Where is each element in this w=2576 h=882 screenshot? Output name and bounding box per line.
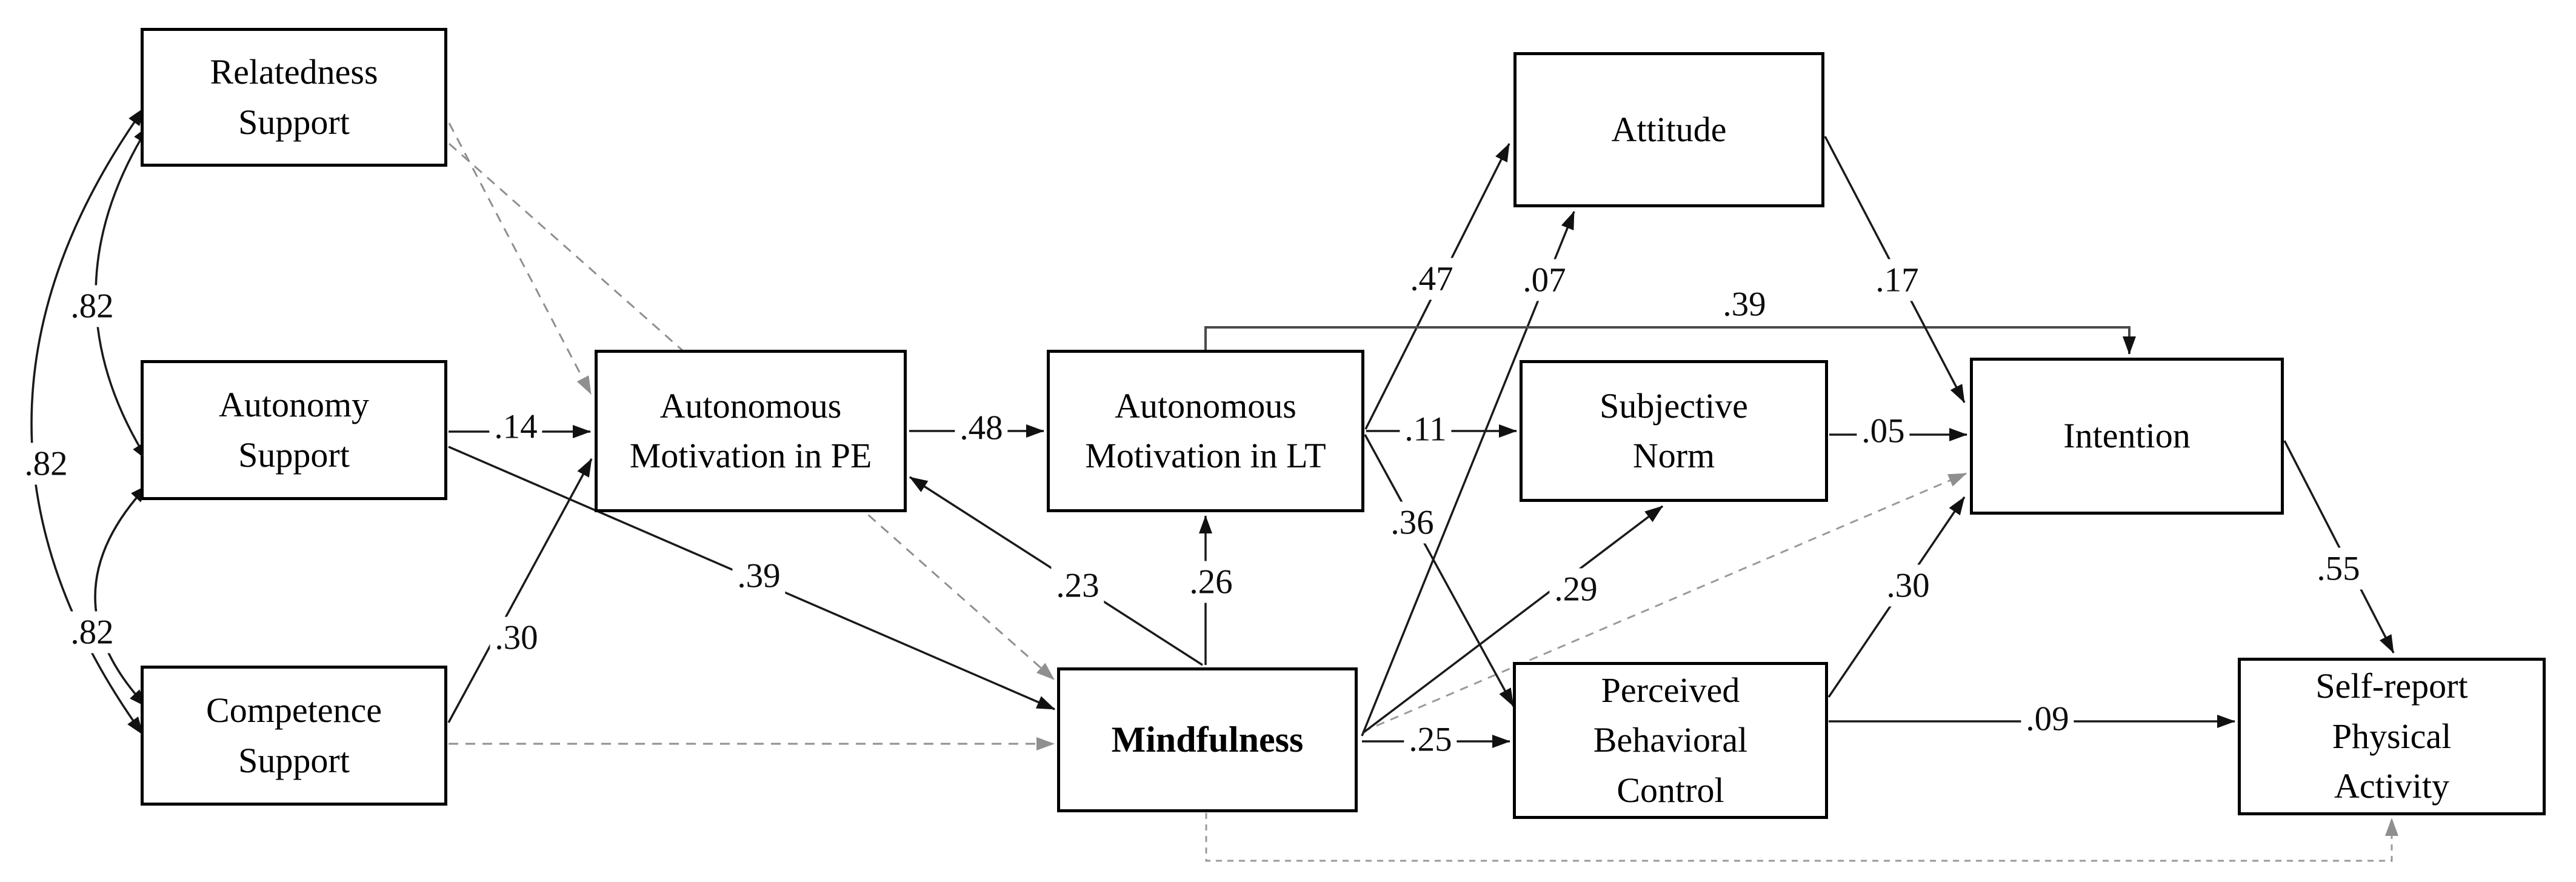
coefficient-as-cs: .82 <box>65 611 119 653</box>
edge-amlt-int <box>1204 326 2136 355</box>
edge-rs-ampe-dashed <box>448 122 592 395</box>
edge-amlt-pbc <box>1364 434 1515 707</box>
node-competence-support: Competence Support <box>141 666 447 806</box>
coefficient-as-mind: .39 <box>732 555 786 597</box>
node-label: Self-report Physical Activity <box>2315 666 2468 806</box>
node-perceived-behavioral-control: Perceived Behavioral Control <box>1513 662 1828 819</box>
edge-mind-srpa-dashed <box>1205 813 2398 862</box>
coefficient-pbc-int: .30 <box>1881 564 1935 607</box>
node-label: Mindfulness <box>1111 719 1304 760</box>
node-label: Autonomous Motivation in PE <box>629 386 872 475</box>
coefficient-pbc-srpa: .09 <box>2021 698 2074 740</box>
node-autonomy-support: Autonomy Support <box>141 360 447 500</box>
coefficient-rs-as: .82 <box>65 285 119 327</box>
coefficient-amlt-sn: .11 <box>1400 408 1452 450</box>
coefficient-sn-int: .05 <box>1857 410 1910 452</box>
node-intention: Intention <box>1970 358 2284 515</box>
coefficient-amlt-pbc: .36 <box>1386 501 1439 544</box>
node-autonomous-motivation-pe: Autonomous Motivation in PE <box>595 350 907 512</box>
node-autonomous-motivation-lt: Autonomous Motivation in LT <box>1047 350 1364 512</box>
coefficient-int-srpa: .55 <box>2312 547 2365 590</box>
coefficient-att-int: .17 <box>1870 259 1924 301</box>
node-label: Autonomy Support <box>218 385 370 475</box>
node-label: Relatedness Support <box>210 52 378 142</box>
edge-mind-int-dashed <box>1362 472 1967 733</box>
coefficient-ampe-amlt: .48 <box>955 407 1008 449</box>
coefficient-as-ampe: .14 <box>489 406 542 448</box>
node-relatedness-support: Relatedness Support <box>141 28 447 167</box>
node-label: Intention <box>2063 416 2191 456</box>
node-label: Autonomous Motivation in LT <box>1085 386 1326 475</box>
node-self-report-physical-activity: Self-report Physical Activity <box>2238 658 2546 815</box>
node-label: Perceived Behavioral Control <box>1593 670 1748 810</box>
coefficient-cs-ampe: .30 <box>490 616 543 659</box>
edge-mind-sn <box>1363 505 1664 733</box>
edge-int-srpa <box>2283 440 2395 653</box>
coefficient-amlt-att: .47 <box>1405 258 1458 300</box>
edge-cs-ampe <box>447 458 593 723</box>
coefficient-amlt-int: .39 <box>1718 283 1771 326</box>
coefficient-mind-sn: .29 <box>1549 568 1603 610</box>
coefficient-mind-ampe: .23 <box>1051 564 1104 607</box>
node-mindfulness: Mindfulness <box>1057 667 1358 812</box>
node-attitude: Attitude <box>1513 52 1824 207</box>
coefficient-mind-att: .07 <box>1518 259 1571 301</box>
node-subjective-norm: Subjective Norm <box>1520 360 1828 502</box>
node-label: Attitude <box>1611 109 1727 149</box>
coefficient-mind-amlt: .26 <box>1184 561 1238 603</box>
edge-as-cs-correlation <box>94 484 149 708</box>
node-label: Competence Support <box>206 690 382 780</box>
coefficient-rs-cs: .82 <box>19 443 73 485</box>
node-label: Subjective Norm <box>1600 386 1748 475</box>
coefficient-mind-pbc: .25 <box>1404 718 1457 761</box>
